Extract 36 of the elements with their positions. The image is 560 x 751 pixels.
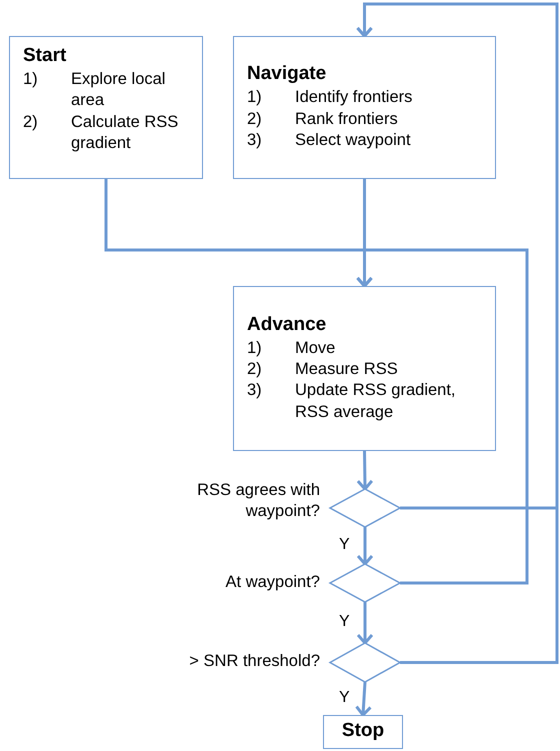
decision-label: At waypoint?: [224, 572, 320, 593]
connector-arrow: [355, 682, 372, 716]
connector-arrow: [356, 450, 374, 490]
list-item: Select waypoint: [295, 130, 412, 152]
process-box: [233, 36, 496, 179]
decision-label: > SNR threshold?: [188, 651, 320, 672]
process-box: [233, 286, 496, 451]
box-heading: Stop: [342, 720, 384, 743]
connector-arrow: [356, 248, 528, 584]
decision-label: RSS agrees with waypoint?: [196, 480, 320, 522]
list-number: 3): [247, 380, 263, 402]
list-item: Identify frontiers: [295, 87, 414, 108]
box-heading: Start: [23, 45, 68, 68]
list-number: 1): [247, 338, 263, 359]
list-item: Move: [295, 338, 336, 359]
list-number: 2): [23, 112, 39, 133]
box-heading: Advance: [247, 314, 328, 337]
connector-arrow: [356, 527, 374, 566]
box-heading: Navigate: [247, 63, 328, 86]
process-box: [323, 715, 403, 749]
list-item: Explore local area: [71, 68, 166, 112]
list-number: 3): [247, 130, 263, 152]
process-box: [9, 36, 203, 179]
list-number: 1): [23, 68, 39, 90]
decision-diamond: [330, 489, 400, 527]
decision-diamond: [330, 643, 400, 682]
list-item: Rank frontiers: [295, 108, 399, 130]
list-number: 1): [247, 87, 263, 108]
list-number: 2): [247, 108, 263, 130]
list-item: Measure RSS: [295, 358, 399, 380]
list-number: 2): [247, 358, 263, 380]
connector-arrow: [356, 2, 558, 664]
connector-arrow: [356, 602, 374, 644]
decision-diamond: [330, 564, 400, 602]
list-item: Calculate RSS gradient: [71, 112, 180, 154]
list-item: Update RSS gradient, RSS average: [295, 380, 457, 423]
